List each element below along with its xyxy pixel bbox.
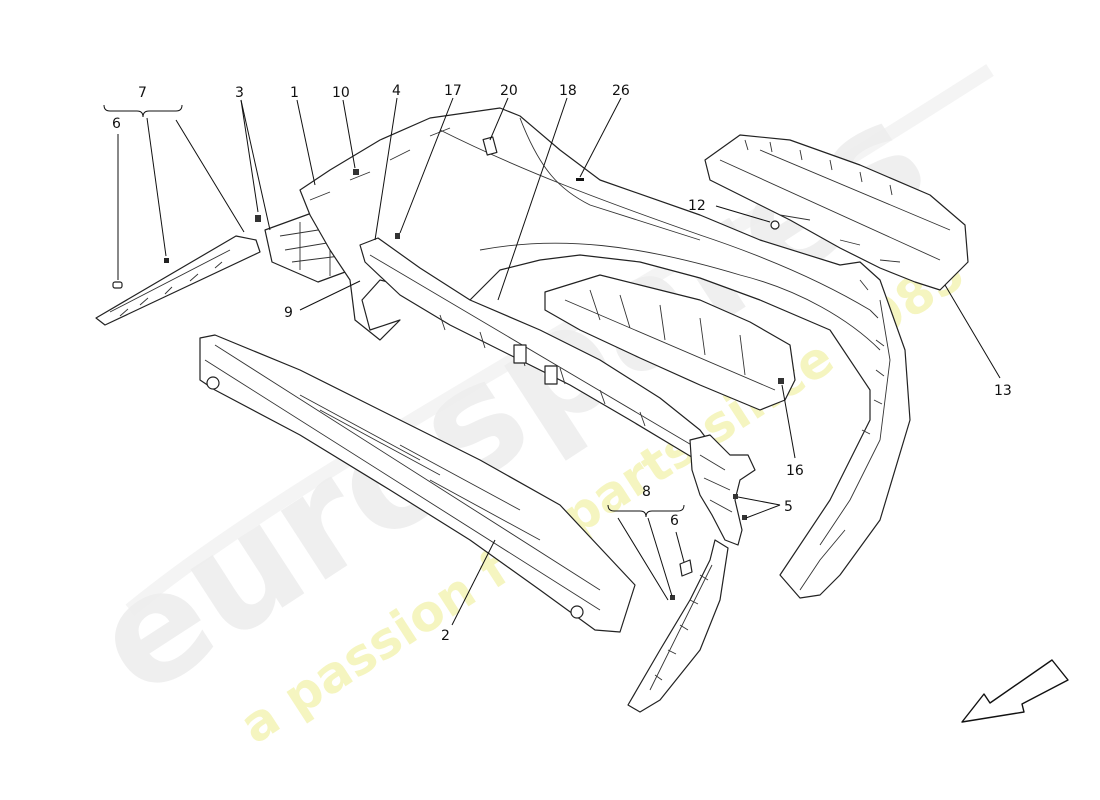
- clip-5b: [742, 515, 747, 520]
- screw-10: [353, 169, 359, 175]
- absorber-peg-left: [206, 376, 220, 390]
- screw-7: [164, 258, 169, 263]
- callout-1: 1: [290, 85, 299, 101]
- screw-17: [395, 233, 400, 239]
- clip-26: [576, 178, 584, 181]
- screw-8: [670, 595, 675, 600]
- front-direction-arrow-icon: [961, 659, 1069, 723]
- callout-3: 3: [235, 85, 244, 101]
- callout-16: 16: [786, 463, 804, 479]
- label-20: [482, 136, 498, 156]
- callout-9: 9: [284, 305, 293, 321]
- callout-20: 20: [500, 83, 518, 99]
- part-13-upper-trim: [704, 134, 969, 291]
- callout-17: 17: [444, 83, 462, 99]
- callout-8: 8: [642, 484, 651, 500]
- clip-6-left: [112, 281, 123, 289]
- callout-10: 10: [332, 85, 350, 101]
- callout-6-left: 6: [112, 116, 121, 132]
- callout-13: 13: [994, 383, 1012, 399]
- callout-labels: 7 6 3 1 10 4 17 20 18 26 12 9 13 16 5 8 …: [112, 83, 1012, 644]
- part-5-side-mount: [689, 434, 756, 546]
- beam-bracket-a: [513, 344, 527, 364]
- callout-12: 12: [688, 198, 706, 214]
- part-1-bumper-cover: [299, 107, 911, 599]
- part-right-side-bracket: [627, 539, 729, 713]
- part-inner-frame: [544, 274, 796, 411]
- clip-16: [778, 378, 784, 384]
- callout-26: 26: [612, 83, 630, 99]
- part-2-energy-absorber: [199, 334, 636, 633]
- clip-5a: [733, 494, 738, 499]
- leader-lines: [103, 97, 1001, 626]
- callout-18: 18: [559, 83, 577, 99]
- part-left-side-bracket: [95, 235, 261, 326]
- callout-6-right: 6: [670, 513, 679, 529]
- beam-bracket-b: [544, 365, 558, 385]
- fastener-3: [255, 215, 261, 222]
- callout-7: 7: [138, 85, 147, 101]
- nut-12: [770, 220, 780, 230]
- callout-5: 5: [784, 499, 793, 515]
- absorber-peg-right: [570, 605, 584, 619]
- clip-6-right: [679, 559, 693, 577]
- callout-2: 2: [441, 628, 450, 644]
- callout-4: 4: [392, 83, 401, 99]
